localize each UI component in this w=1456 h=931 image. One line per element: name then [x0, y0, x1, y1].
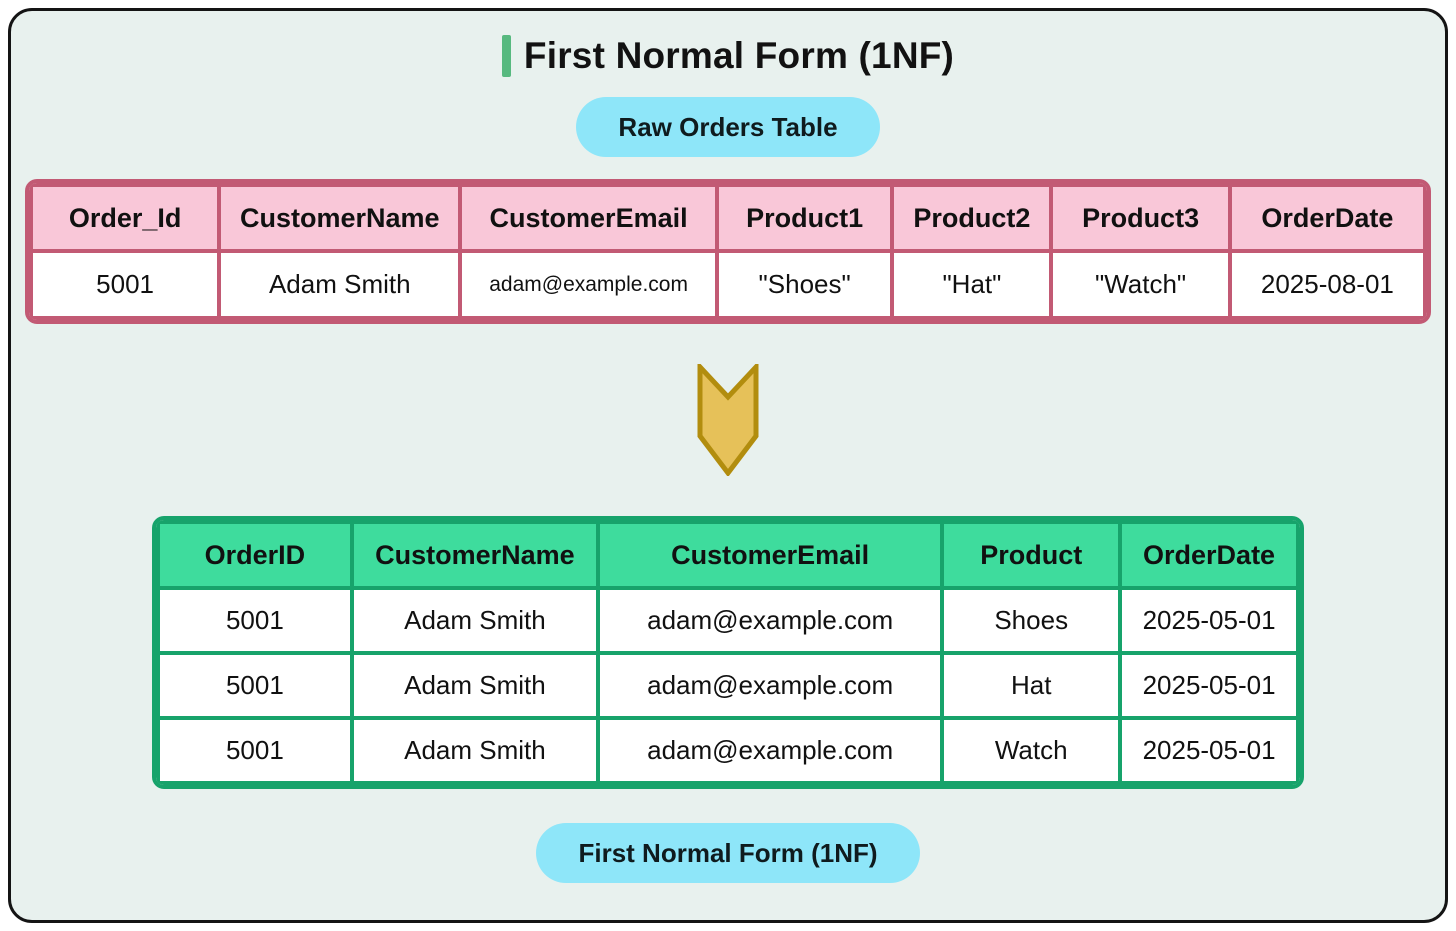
title-accent-bar: [501, 35, 511, 77]
table-row: 5001 Adam Smith adam@example.com "Shoes"…: [29, 249, 1427, 320]
title-text: First Normal Form (1NF): [523, 35, 955, 76]
nf-header-row: OrderID CustomerName CustomerEmail Produ…: [156, 520, 1300, 590]
nf-cell-order-date: 2025-05-01: [1118, 716, 1300, 785]
nf-cell-order-id: 5001: [156, 586, 354, 655]
raw-orders-badge: Raw Orders Table: [576, 97, 880, 157]
nf-col-order-id: OrderID: [156, 520, 354, 590]
down-arrow-icon: [697, 364, 759, 476]
nf-col-order-date: OrderDate: [1118, 520, 1300, 590]
diagram-card: First Normal Form (1NF) Raw Orders Table…: [8, 8, 1448, 923]
raw-col-order-id: Order_Id: [29, 183, 222, 253]
nf-cell-customer-email: adam@example.com: [596, 586, 945, 655]
raw-cell-product3: "Watch": [1049, 249, 1232, 320]
nf-cell-customer-email: adam@example.com: [596, 716, 945, 785]
nf-col-customer-name: CustomerName: [349, 520, 601, 590]
table-row: 5001 Adam Smith adam@example.com Watch 2…: [156, 716, 1300, 785]
raw-cell-product2: "Hat": [890, 249, 1054, 320]
nf-cell-order-id: 5001: [156, 651, 354, 720]
raw-col-product1: Product1: [714, 183, 895, 253]
first-normal-form-badge: First Normal Form (1NF): [536, 823, 920, 883]
table-row: 5001 Adam Smith adam@example.com Shoes 2…: [156, 586, 1300, 655]
nf-cell-customer-name: Adam Smith: [349, 586, 601, 655]
nf-cell-customer-name: Adam Smith: [349, 716, 601, 785]
raw-cell-order-date: 2025-08-01: [1227, 249, 1427, 320]
table-row: 5001 Adam Smith adam@example.com Hat 202…: [156, 651, 1300, 720]
nf-cell-product: Watch: [940, 716, 1123, 785]
nf-cell-order-date: 2025-05-01: [1118, 651, 1300, 720]
first-normal-form-table: OrderID CustomerName CustomerEmail Produ…: [152, 516, 1304, 789]
raw-col-customer-email: CustomerEmail: [458, 183, 719, 253]
raw-col-customer-name: CustomerName: [217, 183, 463, 253]
raw-cell-customer-email: adam@example.com: [458, 249, 719, 320]
nf-cell-order-date: 2025-05-01: [1118, 586, 1300, 655]
nf-cell-order-id: 5001: [156, 716, 354, 785]
raw-cell-product1: "Shoes": [714, 249, 895, 320]
page-title: First Normal Form (1NF): [11, 33, 1445, 79]
nf-col-product: Product: [940, 520, 1123, 590]
raw-col-product2: Product2: [890, 183, 1054, 253]
nf-col-customer-email: CustomerEmail: [596, 520, 945, 590]
raw-col-order-date: OrderDate: [1227, 183, 1427, 253]
nf-cell-product: Shoes: [940, 586, 1123, 655]
raw-orders-table: Order_Id CustomerName CustomerEmail Prod…: [25, 179, 1431, 324]
nf-cell-customer-name: Adam Smith: [349, 651, 601, 720]
raw-col-product3: Product3: [1049, 183, 1232, 253]
nf-cell-customer-email: adam@example.com: [596, 651, 945, 720]
raw-header-row: Order_Id CustomerName CustomerEmail Prod…: [29, 183, 1427, 253]
nf-cell-product: Hat: [940, 651, 1123, 720]
raw-cell-customer-name: Adam Smith: [217, 249, 463, 320]
raw-cell-order-id: 5001: [29, 249, 222, 320]
